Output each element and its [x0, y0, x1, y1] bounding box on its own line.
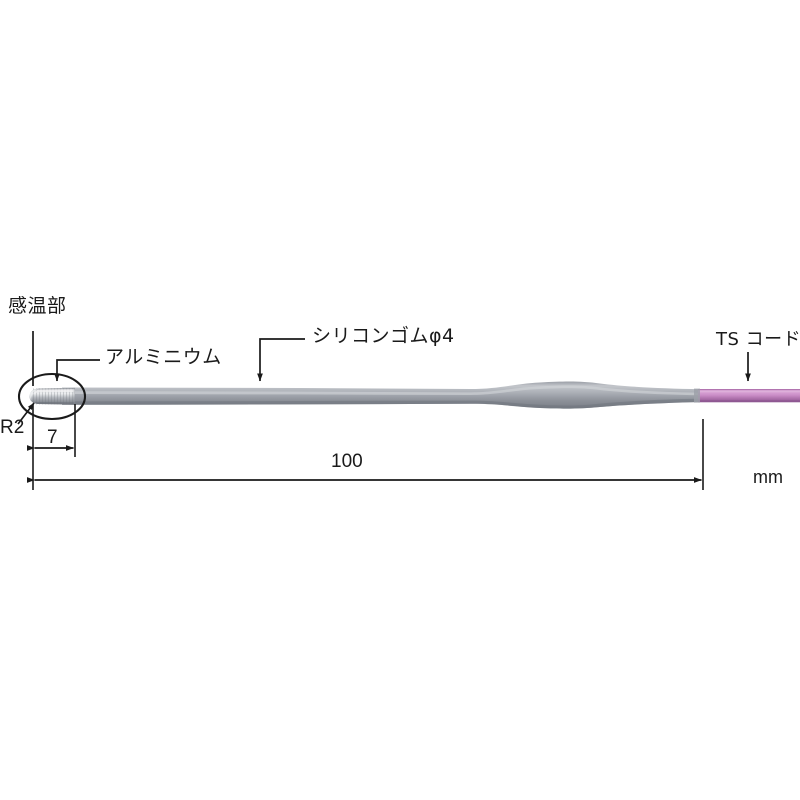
ts-cord: [698, 389, 800, 403]
unit-label: mm: [753, 467, 783, 487]
silicone-leader: [257, 338, 305, 382]
tip-detail-ellipse: [17, 372, 87, 421]
aluminium-sensing-tip: [29, 387, 75, 405]
r2-leader: [17, 402, 35, 425]
sheath-highlight: [70, 385, 700, 396]
dimension-100: [26, 419, 704, 490]
aluminium-label: アルミニウム: [105, 346, 222, 368]
sensing-element-label: 感温部: [8, 295, 67, 317]
tip-length-dimension-label: 7: [47, 427, 58, 448]
dimension-7: [26, 404, 76, 457]
ts-cord-label: TS コード: [716, 329, 800, 350]
sheath-cord-junction: [694, 388, 700, 403]
aluminium-leader: [54, 359, 100, 382]
sheath-lower-shade: [62, 398, 700, 409]
silicone-rubber-label: シリコンゴムφ4: [312, 325, 455, 347]
overall-length-dimension-label: 100: [331, 451, 363, 472]
radius-dimension-label: R2: [0, 417, 25, 438]
probe-product-illustration: [29, 381, 800, 409]
